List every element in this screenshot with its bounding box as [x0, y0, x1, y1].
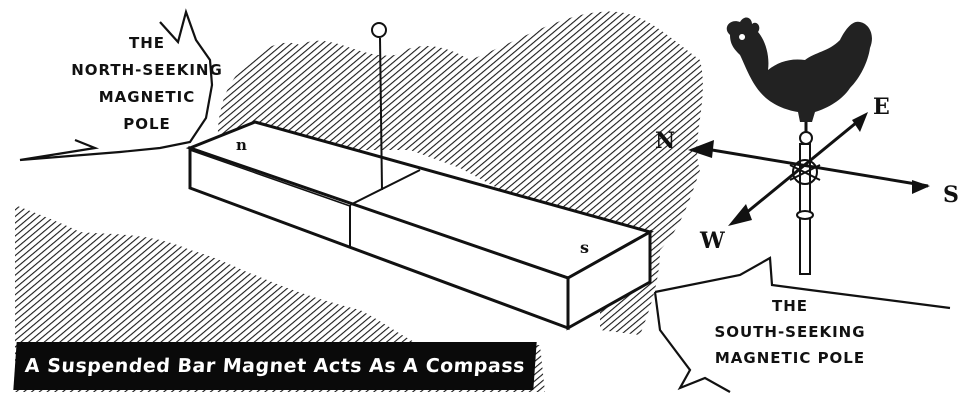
- vane-east-letter: E: [873, 94, 890, 120]
- callout-line: THE: [62, 30, 232, 57]
- vane-south-letter: S: [943, 182, 959, 208]
- callout-line: MAGNETIC POLE: [680, 345, 900, 371]
- magnet-north-label: n: [236, 136, 247, 154]
- vane-north-letter: N: [655, 128, 675, 154]
- rooster-icon: [727, 18, 872, 122]
- callout-line: MAGNETIC: [62, 84, 232, 111]
- caption-text: A Suspended Bar Magnet Acts As A Compass: [24, 355, 526, 377]
- callout-line: POLE: [62, 111, 232, 138]
- callout-line: THE: [680, 293, 900, 319]
- callout-line: SOUTH-SEEKING: [680, 319, 900, 345]
- caption-banner: A Suspended Bar Magnet Acts As A Compass: [13, 342, 536, 390]
- callout-line: NORTH-SEEKING: [62, 57, 232, 84]
- magnet-south-label: s: [580, 238, 589, 257]
- vane-west-letter: W: [700, 228, 725, 254]
- south-seeking-pole-callout: THE SOUTH-SEEKING MAGNETIC POLE: [680, 293, 900, 371]
- north-seeking-pole-callout: THE NORTH-SEEKING MAGNETIC POLE: [62, 30, 232, 138]
